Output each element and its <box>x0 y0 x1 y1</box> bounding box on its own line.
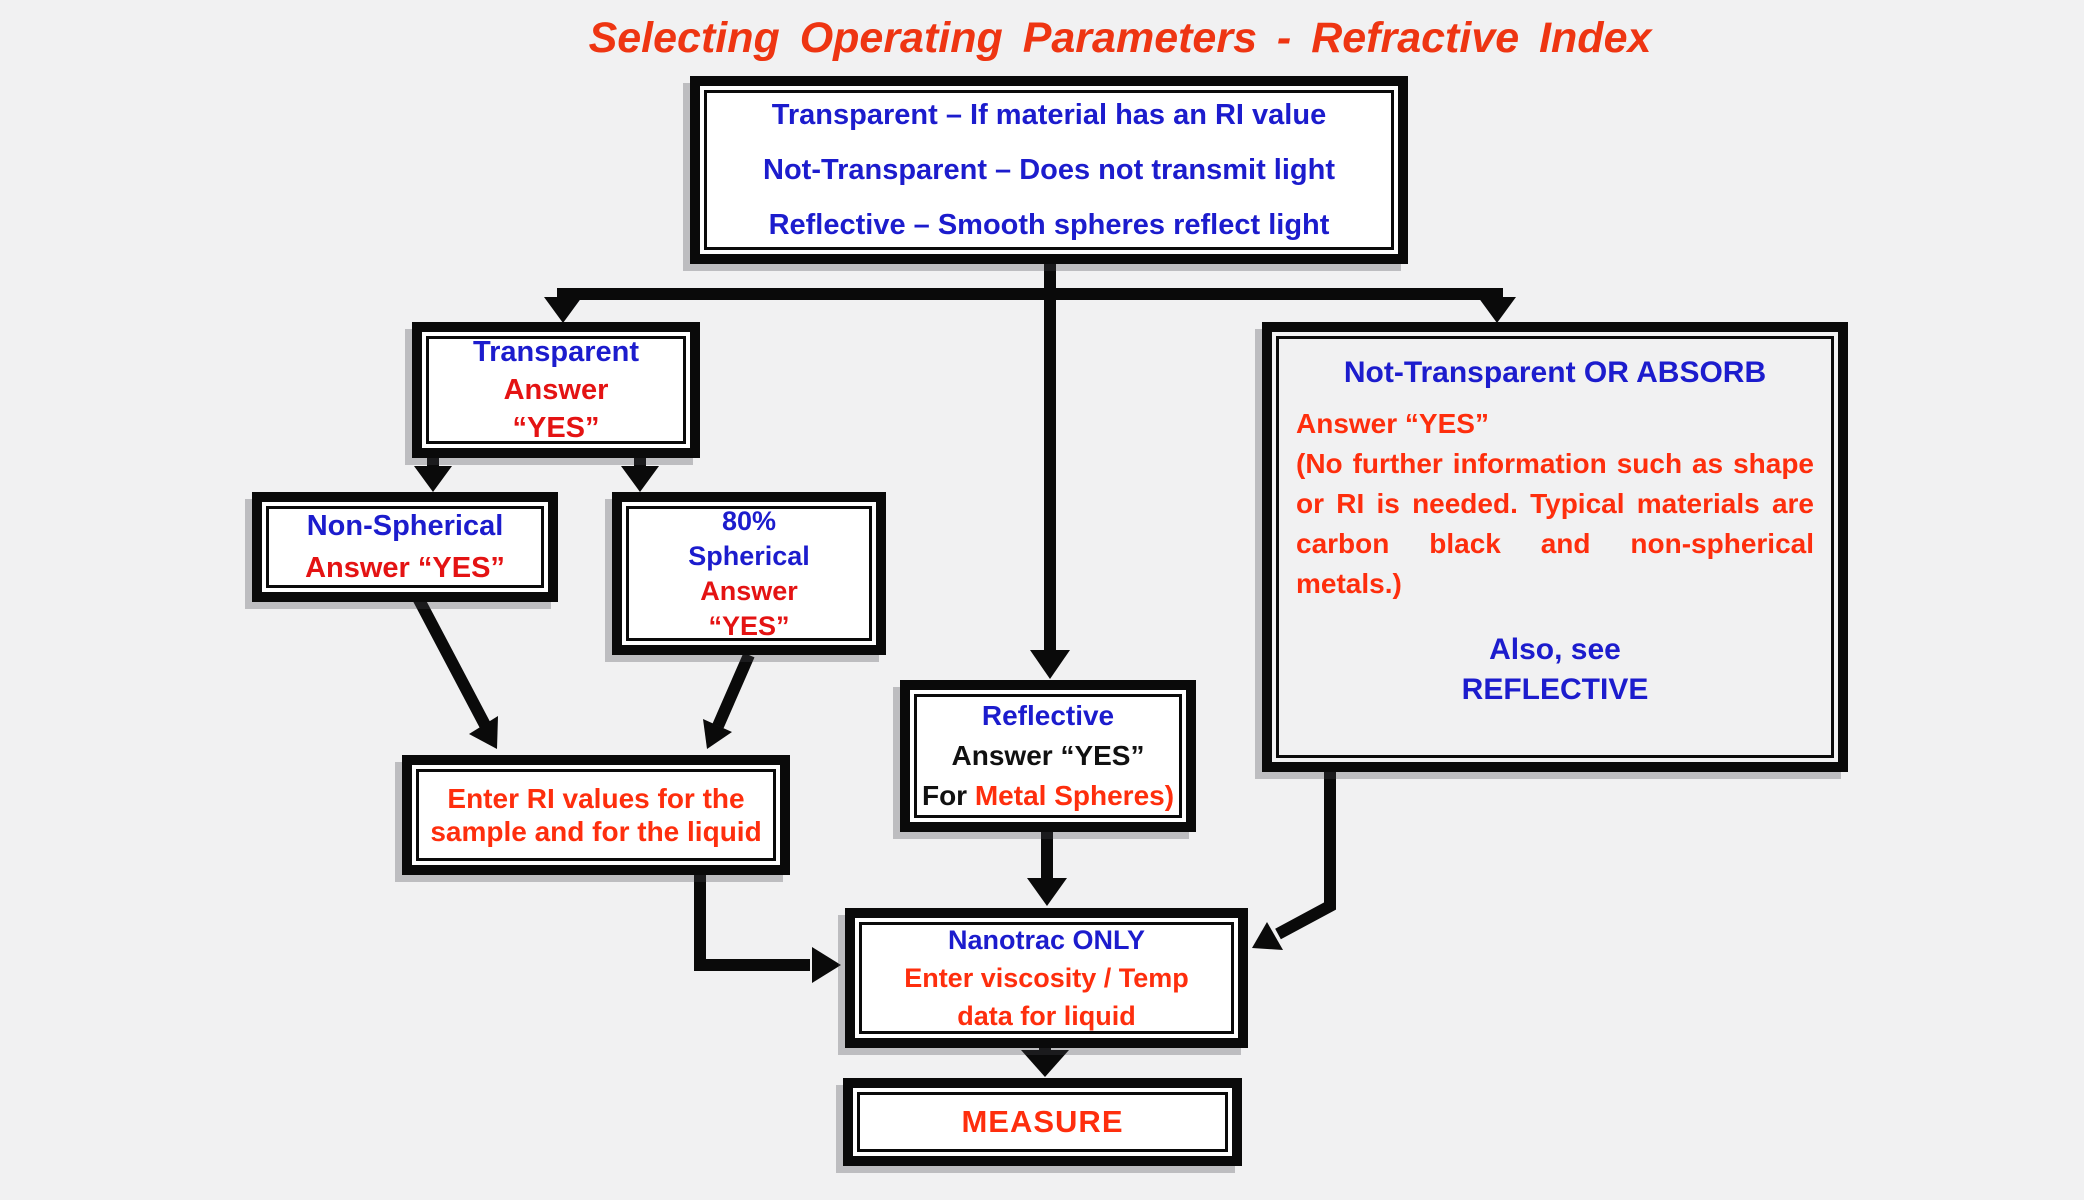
node-title: Non-Spherical <box>306 510 504 542</box>
node-measure: MEASURE <box>843 1078 1242 1166</box>
node-for-metal-spheres: For Metal Spheres) <box>922 776 1174 816</box>
node-title: Transparent <box>473 336 639 368</box>
for-value: Metal Spheres) <box>974 780 1175 811</box>
node-answer: Answer “YES” <box>951 740 1145 771</box>
definition-line: Reflective – Smooth spheres reflect ligh… <box>768 208 1330 241</box>
node-enter-ri: Enter RI values for the sample and for t… <box>402 755 790 875</box>
definition-line: Not-Transparent – Does not transmit ligh… <box>763 153 1335 186</box>
node-note: (No further information such as shape or… <box>1296 448 1814 599</box>
connector-arrowheads <box>414 297 1516 1077</box>
node-answer: Answer <box>503 374 609 406</box>
node-transparent: Transparent Answer “YES” <box>412 322 700 458</box>
node-answer: Answer <box>700 575 798 606</box>
node-spherical: 80% Spherical Answer “YES” <box>612 492 886 655</box>
node-line: Enter viscosity / Temp <box>904 963 1189 993</box>
also-see-line: REFLECTIVE <box>1461 673 1649 706</box>
node-nanotrac: Nanotrac ONLY Enter viscosity / Temp dat… <box>845 908 1248 1048</box>
node-title: Spherical <box>688 540 810 571</box>
node-text: Enter RI values for the sample and for t… <box>430 783 762 847</box>
node-also-see: Also, see REFLECTIVE <box>1296 630 1814 710</box>
node-line: data for liquid <box>957 1001 1136 1031</box>
node-title: Not-Transparent OR ABSORB <box>1343 356 1767 389</box>
node-percent: 80% <box>721 505 777 536</box>
page-title: Selecting Operating Parameters - Refract… <box>588 14 1652 62</box>
node-non-spherical: Non-Spherical Answer “YES” <box>252 492 558 602</box>
node-reflective: Reflective Answer “YES” For Metal Sphere… <box>900 680 1196 832</box>
node-answer: Answer “YES” <box>305 552 505 584</box>
also-see-line: Also, see <box>1489 633 1621 666</box>
node-yes: “YES” <box>708 610 790 641</box>
node-label: MEASURE <box>961 1104 1124 1139</box>
definition-line: Transparent – If material has an RI valu… <box>771 98 1327 131</box>
node-answer: Answer “YES” <box>1296 408 1489 439</box>
node-yes: “YES” <box>512 412 600 444</box>
for-label: For <box>921 780 975 811</box>
node-not-transparent-absorb: Not-Transparent OR ABSORB Answer “YES” (… <box>1262 322 1848 772</box>
node-title: Reflective <box>981 700 1115 731</box>
node-definitions: Transparent – If material has an RI valu… <box>690 76 1408 264</box>
node-title: Nanotrac ONLY <box>947 925 1146 955</box>
connector-lines <box>411 262 1503 1052</box>
